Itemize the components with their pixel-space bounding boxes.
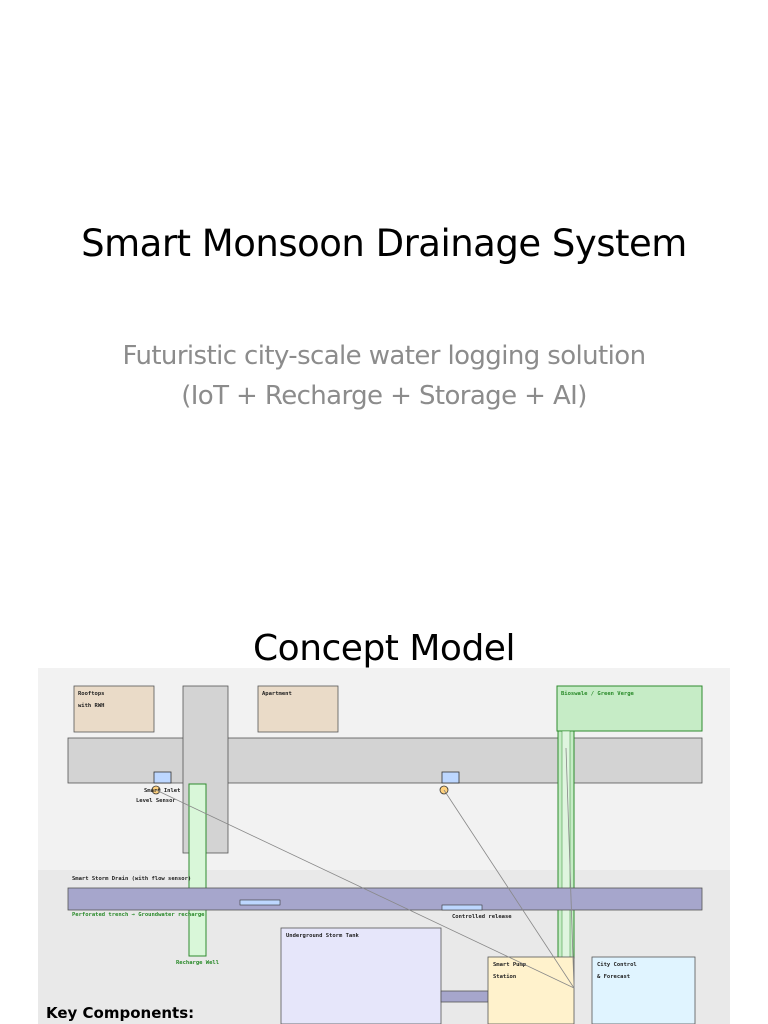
controlled-release-label: Controlled release [452, 914, 512, 920]
concept-model-diagram: Rooftops with RWH Apartment Bioswale / G… [38, 668, 730, 1024]
apartment-building [257, 685, 339, 733]
pump-label-2: Station [493, 974, 516, 980]
storage-tank [280, 927, 442, 1024]
data-link-left-sensor [155, 789, 575, 989]
pump-label-1: Smart Pump [493, 962, 527, 968]
pump-station [487, 956, 575, 1024]
road-surface [67, 737, 703, 784]
rooftops-label-1: Rooftops [78, 691, 105, 697]
inlet-right [441, 771, 460, 784]
storm-drain [67, 887, 703, 911]
bioswale [556, 685, 703, 732]
storm-drain-label: Smart Storm Drain (with flow sensor) [72, 876, 191, 882]
rooftops-building [73, 685, 155, 733]
perforated-trench-label: Perforated trench → Groundwater recharge [72, 912, 205, 918]
storage-tank-label: Underground Storm Tank [286, 933, 360, 939]
tank-pump-pipe [440, 990, 489, 1003]
inlet-sensor-label-1: Smart Inlet [144, 788, 180, 794]
inlet-left [153, 771, 172, 784]
slide-title: Smart Monsoon Drainage System [81, 222, 687, 265]
section-title: Concept Model [253, 628, 515, 669]
bioswale-channel-inner [561, 730, 571, 959]
data-link-right-sensor [443, 789, 575, 989]
inlet-sensor-label-2: Level Sensor [136, 798, 176, 804]
apartment-label: Apartment [262, 691, 292, 697]
control-label-1: City Control [597, 962, 637, 968]
recharge-well [188, 783, 207, 957]
city-control [591, 956, 696, 1024]
drain-sensor-right [441, 904, 483, 911]
recharge-well-label: Recharge Well [176, 960, 219, 966]
bioswale-label: Bioswale / Green Verge [561, 691, 635, 697]
control-label-2: & Forecast [597, 974, 630, 980]
drain-sensor-left [239, 899, 281, 906]
rooftops-label-2: with RWH [78, 703, 105, 709]
data-link-bioswale [565, 747, 575, 989]
slide-subtitle: Futuristic city-scale water logging solu… [122, 341, 647, 411]
key-components-heading: Key Components: [46, 1004, 195, 1022]
